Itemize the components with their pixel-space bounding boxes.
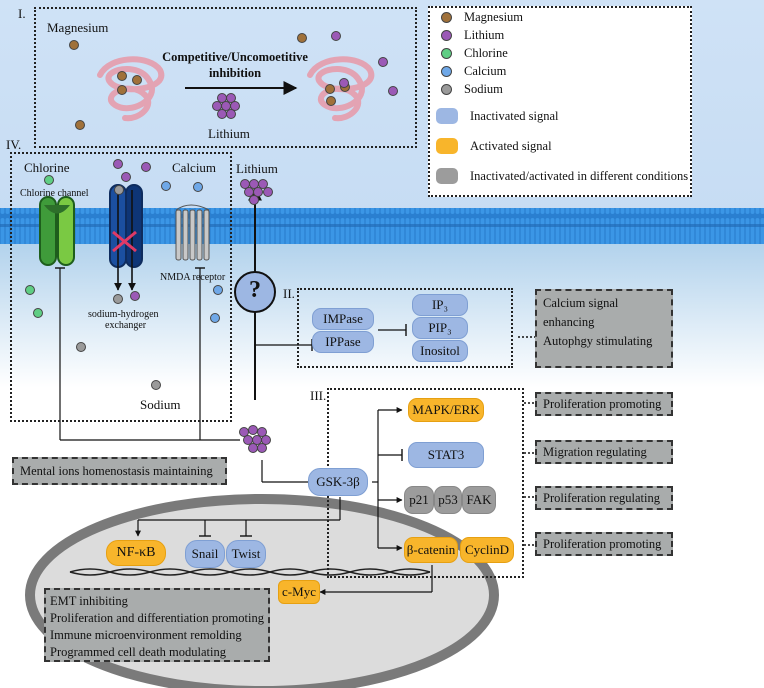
- panel-label-4: IV.: [6, 137, 22, 152]
- conditional-swatch-icon: [436, 168, 458, 184]
- legend-conditional: Inactivated/activated in different condi…: [436, 168, 688, 184]
- legend-magnesium: Magnesium: [441, 10, 523, 25]
- sodium-hydrogen-exchanger-icon: [109, 184, 143, 291]
- pip3-node: PIP₃: [412, 317, 468, 339]
- impase-node: IMPase: [312, 308, 374, 330]
- outcome-stat3: Migration regulating: [535, 440, 673, 464]
- effect-cell-death: Programmed cell death modulating: [50, 645, 226, 659]
- lithium-label-panel1: Lithium: [208, 126, 250, 141]
- legend-calcium: Calcium: [441, 64, 506, 79]
- activated-swatch-icon: [436, 138, 458, 154]
- beta-catenin-node: β-catenin: [404, 537, 458, 563]
- mapk-erk-node: MAPK/ERK: [408, 398, 484, 422]
- calcium-label: Calcium: [172, 160, 217, 175]
- legend-lithium: Lithium: [441, 28, 504, 43]
- enzyme-protein-right: [307, 56, 375, 122]
- sodium-label: Sodium: [140, 397, 181, 412]
- dna-strand: [69, 568, 431, 576]
- panel-label-1: I.: [18, 6, 26, 21]
- question-mark: ?: [249, 277, 261, 303]
- panel2-outcome-box: Calcium signal enhancing Autophgy stimul…: [535, 289, 673, 368]
- cyclind-node: CyclinD: [460, 537, 514, 563]
- c-myc-node: c-Myc: [278, 580, 320, 604]
- calcium-dot-icon: [441, 66, 452, 77]
- panel-4-border: [10, 152, 232, 422]
- inhibition-label-line2: inhibition: [208, 66, 262, 80]
- nf-kb-node: NF-κB: [106, 540, 166, 566]
- ippase-node: IPPase: [312, 331, 374, 353]
- magnesium-label: Magnesium: [47, 20, 109, 35]
- autophagy-text: Autophgy stimulating: [543, 334, 653, 348]
- effect-emt: EMT inhibiting: [50, 594, 128, 608]
- magnesium-dot-icon: [441, 12, 452, 23]
- legend-inactivated: Inactivated signal: [436, 108, 559, 124]
- stat3-node: STAT3: [408, 442, 484, 468]
- snail-node: Snail: [185, 540, 225, 568]
- chlorine-label: Chlorine: [24, 160, 70, 175]
- exchanger-label-line1: sodium-hydrogen: [88, 309, 159, 320]
- legend-activated: Activated signal: [436, 138, 552, 154]
- fak-node: FAK: [462, 486, 496, 514]
- legend-chlorine: Chlorine: [441, 46, 508, 61]
- sodium-dot-icon: [441, 84, 452, 95]
- enzyme-protein-left: [97, 56, 165, 122]
- chlorine-channel-label: Chlorine channel: [20, 188, 89, 199]
- p53-node: p53: [434, 486, 462, 514]
- inositol-node: Inositol: [412, 340, 468, 362]
- p21-node: p21: [404, 486, 434, 514]
- outcome-p53: Proliferation regulating: [535, 486, 673, 510]
- panel-1-border: [34, 7, 417, 148]
- ip3-node: IP₃: [412, 294, 468, 316]
- gsk-3b-node: GSK-3β: [308, 468, 368, 496]
- nucleus-effects-box: EMT inhibiting Proliferation and differe…: [44, 588, 270, 662]
- lithium-dot-icon: [441, 30, 452, 41]
- panel-label-2: II.: [283, 286, 295, 301]
- outcome-bcatenin: Proliferation promoting: [535, 532, 673, 556]
- legend-panel: [428, 6, 692, 197]
- mental-homeostasis-box: Mental ions homenostasis maintaining: [12, 457, 227, 485]
- outcome-mapk: Proliferation promoting: [535, 392, 673, 416]
- inhibition-label-line1: Competitive/Uncomoetitive: [162, 50, 308, 64]
- calcium-signal-text: Calcium signal enhancing: [543, 296, 619, 329]
- twist-node: Twist: [226, 540, 266, 568]
- inactivated-swatch-icon: [436, 108, 458, 124]
- nmda-receptor-label: NMDA receptor: [160, 272, 226, 283]
- ion-particles: [25, 31, 398, 453]
- nmda-receptor-icon: [175, 204, 210, 261]
- effect-immune: Immune microenvironment remolding: [50, 628, 242, 642]
- panel-label-3: III.: [310, 388, 327, 403]
- panel-2-border: [297, 288, 513, 368]
- exchanger-label-line2: exchanger: [105, 320, 147, 331]
- effect-proliferation: Proliferation and differentiation promot…: [50, 611, 264, 625]
- legend-sodium: Sodium: [441, 82, 503, 97]
- chlorine-dot-icon: [441, 48, 452, 59]
- unknown-transporter-icon: [234, 271, 276, 313]
- lithium-label-top: Lithium: [236, 161, 278, 176]
- chlorine-channel-icon: [39, 196, 75, 266]
